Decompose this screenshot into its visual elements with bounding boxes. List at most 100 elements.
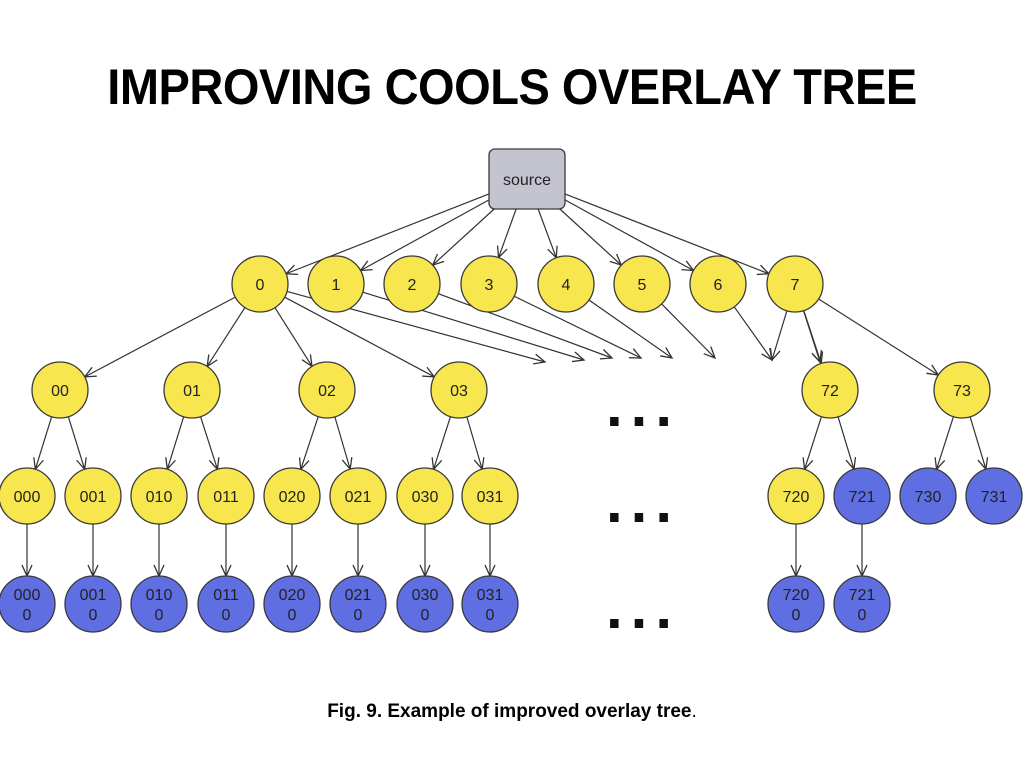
edge-6-to-more-6: [733, 306, 773, 362]
edge-02-to-020: [298, 416, 319, 471]
node-shape: [396, 575, 454, 633]
edge-7-to-more-7: [802, 310, 823, 364]
node-label: 73: [953, 383, 971, 400]
node-shape: [130, 575, 188, 633]
node-shape: [488, 148, 566, 210]
edge-7-to-more-8: [769, 310, 788, 362]
node-shape: [231, 255, 289, 313]
edge-73-to-730: [934, 416, 955, 471]
tree-node-031: 031: [461, 467, 519, 525]
node-label: 020: [279, 489, 306, 506]
tree-node-0: 0: [231, 255, 289, 313]
node-shape: [833, 467, 891, 525]
ellipsis-row-3: ...: [606, 574, 680, 641]
edge-02-to-021: [334, 416, 353, 471]
node-shape: [64, 467, 122, 525]
tree-node-7: 7: [766, 255, 824, 313]
edge-source-to-2: [431, 208, 495, 267]
tree-node-4: 4: [537, 255, 595, 313]
edge-3-to-more-3: [513, 295, 643, 359]
tree-node-721: 721: [833, 467, 891, 525]
node-shape: [933, 361, 991, 419]
node-label: 3: [485, 277, 494, 294]
node-label: 030: [412, 489, 439, 506]
node-shape: [767, 467, 825, 525]
node-shape: [689, 255, 747, 313]
node-shape: [383, 255, 441, 313]
tree-node-02: 02: [298, 361, 356, 419]
node-shape: [460, 255, 518, 313]
node-shape: [64, 575, 122, 633]
node-label: 730: [915, 489, 942, 506]
ellipsis-row-1: ...: [606, 372, 680, 439]
source-node: source: [488, 148, 566, 210]
node-label: 5: [638, 277, 647, 294]
edge-0-to-03: [284, 296, 436, 378]
node-label: 4: [562, 277, 571, 294]
node-shape: [801, 361, 859, 419]
tree-node-03: 03: [430, 361, 488, 419]
node-label: 731: [981, 489, 1008, 506]
edge-5-to-more-5: [661, 303, 717, 360]
edge-0-to-02: [274, 307, 313, 368]
tree-node-6: 6: [689, 255, 747, 313]
node-label: 000: [14, 489, 41, 506]
edge-73-to-731: [969, 416, 989, 471]
edge-03-to-031: [466, 416, 485, 471]
edge-01-to-010: [165, 416, 185, 471]
tree-node-011: 011: [197, 467, 255, 525]
caption-text: Fig. 9. Example of improved overlay tree: [327, 701, 692, 722]
edge-source-to-1: [359, 199, 490, 272]
tree-node-731: 731: [965, 467, 1023, 525]
node-shape: [263, 575, 321, 633]
edge-source-to-0: [284, 193, 490, 276]
node-shape: [430, 361, 488, 419]
node-label: 010: [146, 489, 173, 506]
node-shape: [329, 575, 387, 633]
node-shape: [766, 255, 824, 313]
tree-node-030: 030: [396, 467, 454, 525]
tree-node-021: 021: [329, 467, 387, 525]
edge-01-to-011: [199, 416, 220, 471]
edge-source-to-6: [564, 199, 695, 272]
edge-72-to-720: [802, 416, 823, 471]
slide-title: IMPROVING COOLS OVERLAY TREE: [107, 59, 917, 115]
node-shape: [263, 467, 321, 525]
node-label: 720: [783, 489, 810, 506]
edge-layer: [21, 193, 989, 578]
edge-4-to-more-4: [588, 299, 674, 359]
node-shape: [899, 467, 957, 525]
node-shape: [396, 467, 454, 525]
edge-source-to-3: [496, 208, 517, 260]
tree-node-3: 3: [460, 255, 518, 313]
node-label: 011: [213, 489, 239, 506]
tree-node-2: 2: [383, 255, 441, 313]
node-shape: [163, 361, 221, 419]
node-label: 01: [183, 383, 201, 400]
node-shape: [833, 575, 891, 633]
node-label: source: [503, 172, 551, 189]
node-label: 00: [51, 383, 69, 400]
node-shape: [307, 255, 365, 313]
node-label: 0: [256, 277, 265, 294]
tree-node-730: 730: [899, 467, 957, 525]
